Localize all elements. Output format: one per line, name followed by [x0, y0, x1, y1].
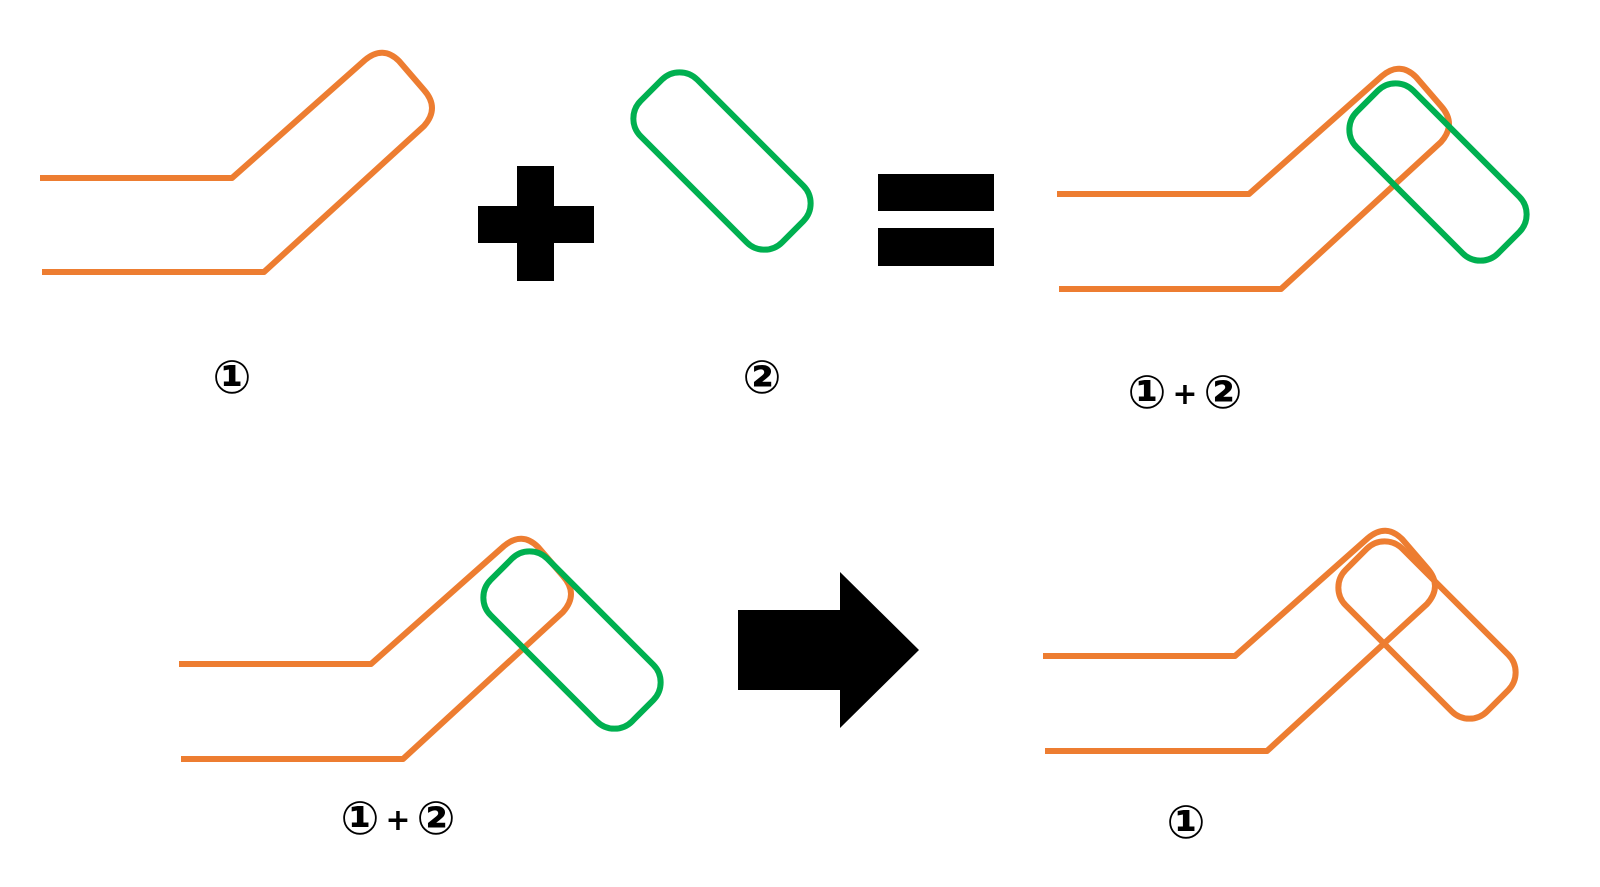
label-combined-bottom-plus: +: [385, 803, 410, 838]
label-result: ①: [1167, 795, 1206, 849]
combined-shape-bottom: [179, 535, 664, 762]
shape-2-rounded-rectangle: [630, 69, 814, 253]
equals-sign-bottom-bar: [878, 228, 994, 266]
label-combined-top-first: ①: [1128, 365, 1167, 419]
label-shape-1: ①: [213, 350, 252, 404]
equals-sign-top-bar: [878, 174, 994, 211]
result-rounded-rectangle: [1335, 538, 1519, 722]
combined-top-green-rectangle: [1346, 80, 1530, 264]
label-combined-bottom-second: ②: [417, 791, 456, 845]
combined-bottom-green-rectangle: [480, 548, 664, 732]
combined-bottom-orange-outline: [179, 535, 574, 762]
equals-sign: [878, 174, 994, 266]
label-combined-top-plus: +: [1172, 377, 1197, 412]
plus-sign: [478, 166, 594, 281]
shape-1-top: [40, 49, 435, 275]
result-bent-outline: [1043, 527, 1438, 754]
shape-2-top: [630, 69, 814, 253]
combined-top-orange-outline: [1057, 65, 1452, 292]
label-combined-top-second: ②: [1204, 365, 1243, 419]
label-shape-2: ②: [743, 350, 782, 404]
right-arrow: [738, 572, 919, 728]
label-combined-bottom-first: ①: [341, 791, 380, 845]
result-shape: [1043, 527, 1519, 754]
plus-sign-horizontal: [478, 206, 594, 243]
combined-shape-top: [1057, 65, 1530, 292]
shape-1-bent-outline: [40, 49, 435, 275]
